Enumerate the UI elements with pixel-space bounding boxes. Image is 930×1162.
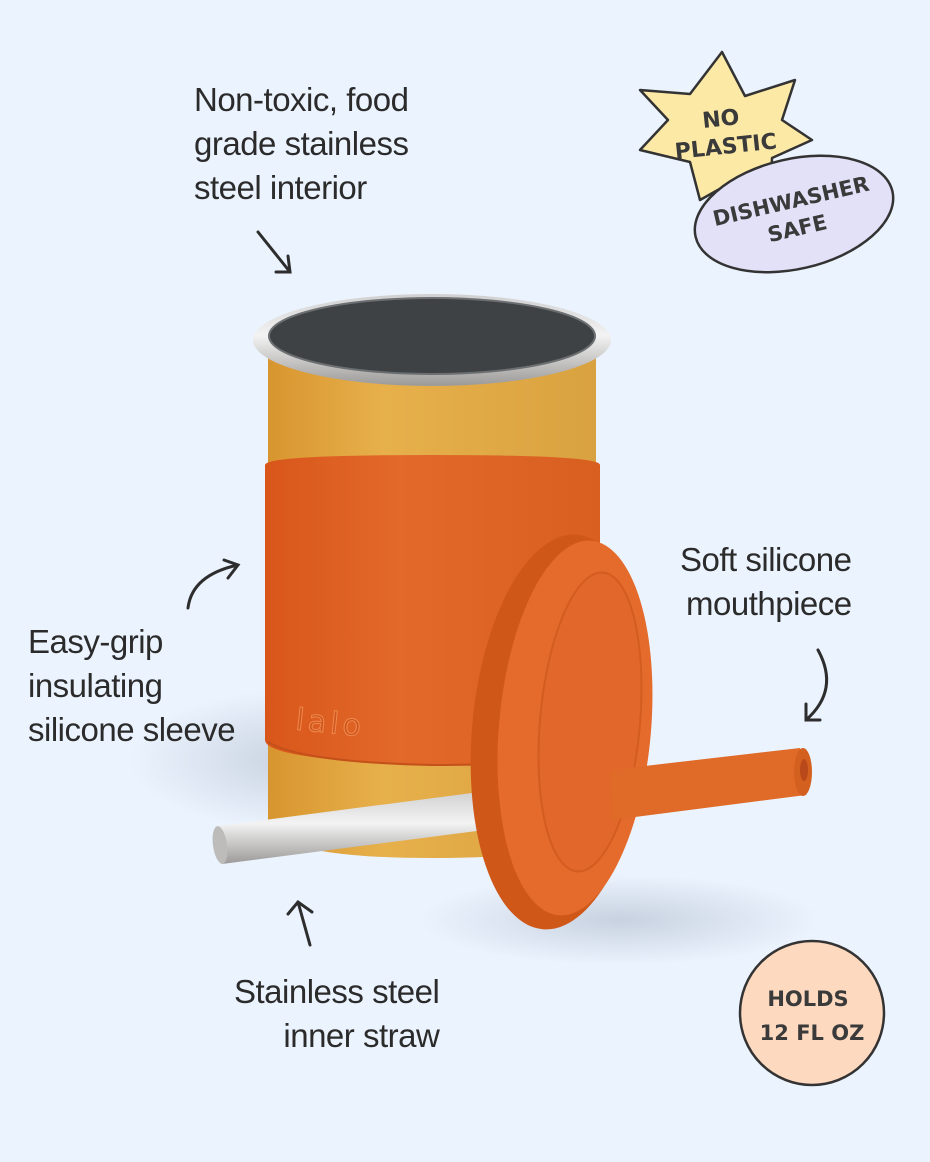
callout-line: insulating [28, 667, 163, 704]
lid-shadow [420, 875, 820, 965]
callout-line: Stainless steel [234, 973, 440, 1010]
arrow-interior-icon [256, 230, 292, 274]
callout-line: grade stainless [194, 125, 409, 162]
arrow-mouthpiece-icon [804, 648, 829, 722]
callout-line: Non-toxic, food [194, 81, 409, 118]
arrow-sleeve-icon [186, 558, 241, 610]
arrow-straw-icon [286, 899, 314, 947]
steel-interior [269, 298, 595, 374]
steel-straw [212, 790, 500, 864]
callout-line: mouthpiece [686, 585, 852, 622]
callout-mouthpiece: Soft silicone mouthpiece [680, 538, 852, 626]
callout-line: inner straw [283, 1017, 440, 1054]
callout-arrows [186, 230, 829, 947]
silicone-lid [470, 534, 812, 930]
callout-line: Easy-grip [28, 623, 163, 660]
cup: lalo [253, 294, 611, 858]
callout-interior: Non-toxic, food grade stainless steel in… [194, 78, 409, 210]
callout-line: steel interior [194, 169, 367, 206]
callout-sleeve: Easy-grip insulating silicone sleeve [28, 620, 236, 752]
callout-straw: Stainless steel inner straw [234, 970, 440, 1058]
dishwasher-safe-badge: DISHWASHERSAFE [693, 154, 895, 274]
brand-logo: lalo [294, 703, 367, 745]
callout-line: Soft silicone [680, 541, 852, 578]
callout-line: silicone sleeve [28, 711, 236, 748]
mouthpiece [610, 748, 808, 820]
